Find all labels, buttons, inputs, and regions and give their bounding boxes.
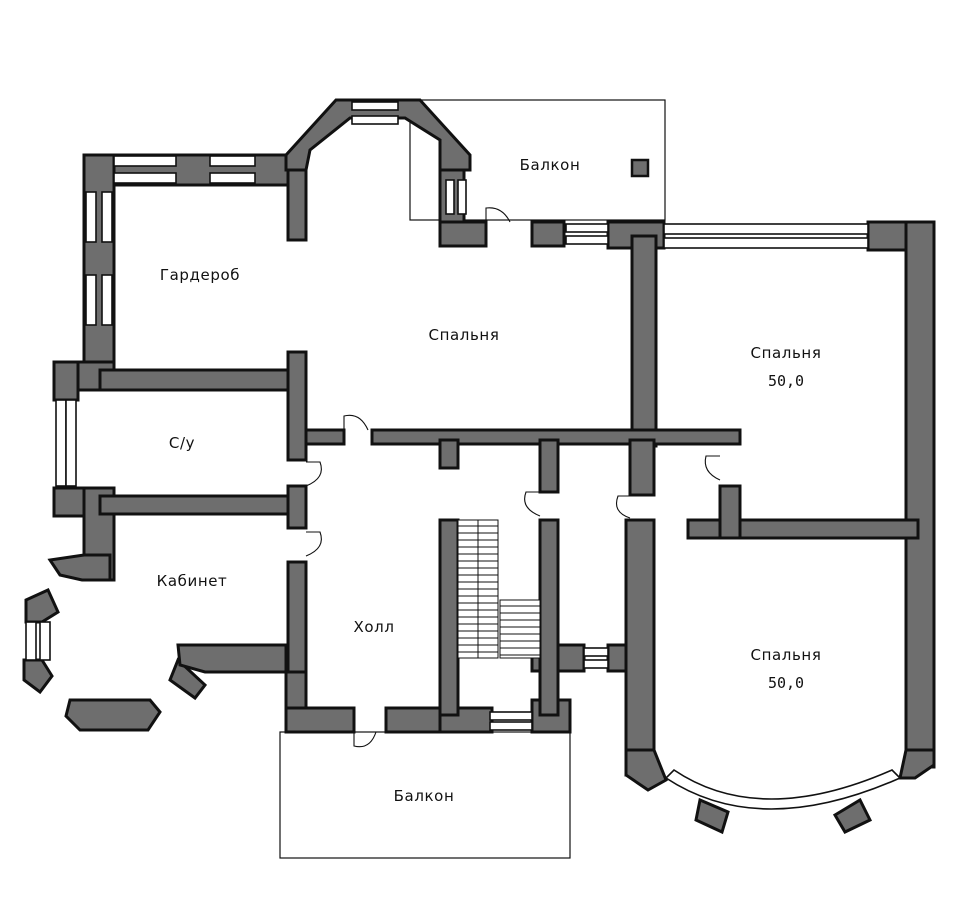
area-bedroom-se: 50,0 (768, 674, 804, 692)
balcony-post (630, 158, 650, 178)
inner-walls (98, 234, 920, 717)
balcony-bottom-outline (279, 731, 571, 859)
staircase (457, 519, 541, 659)
doors (305, 207, 721, 748)
label-bedroom-se: Спальня (751, 646, 822, 664)
label-hall: Холл (353, 618, 394, 636)
label-wardrobe: Гардероб (160, 266, 240, 284)
windows (25, 101, 902, 810)
outer-walls (22, 98, 936, 835)
label-bedroom-ne: Спальня (751, 344, 822, 362)
area-bedroom-ne: 50,0 (768, 372, 804, 390)
label-bathroom: С/у (169, 434, 195, 452)
label-balcony-top: Балкон (520, 156, 581, 174)
label-balcony-bottom: Балкон (394, 787, 455, 805)
label-bedroom-main: Спальня (429, 326, 500, 344)
room-labels: Гардероб Спальня Балкон Спальня 50,0 С/у… (157, 156, 822, 805)
label-study: Кабинет (157, 572, 228, 590)
